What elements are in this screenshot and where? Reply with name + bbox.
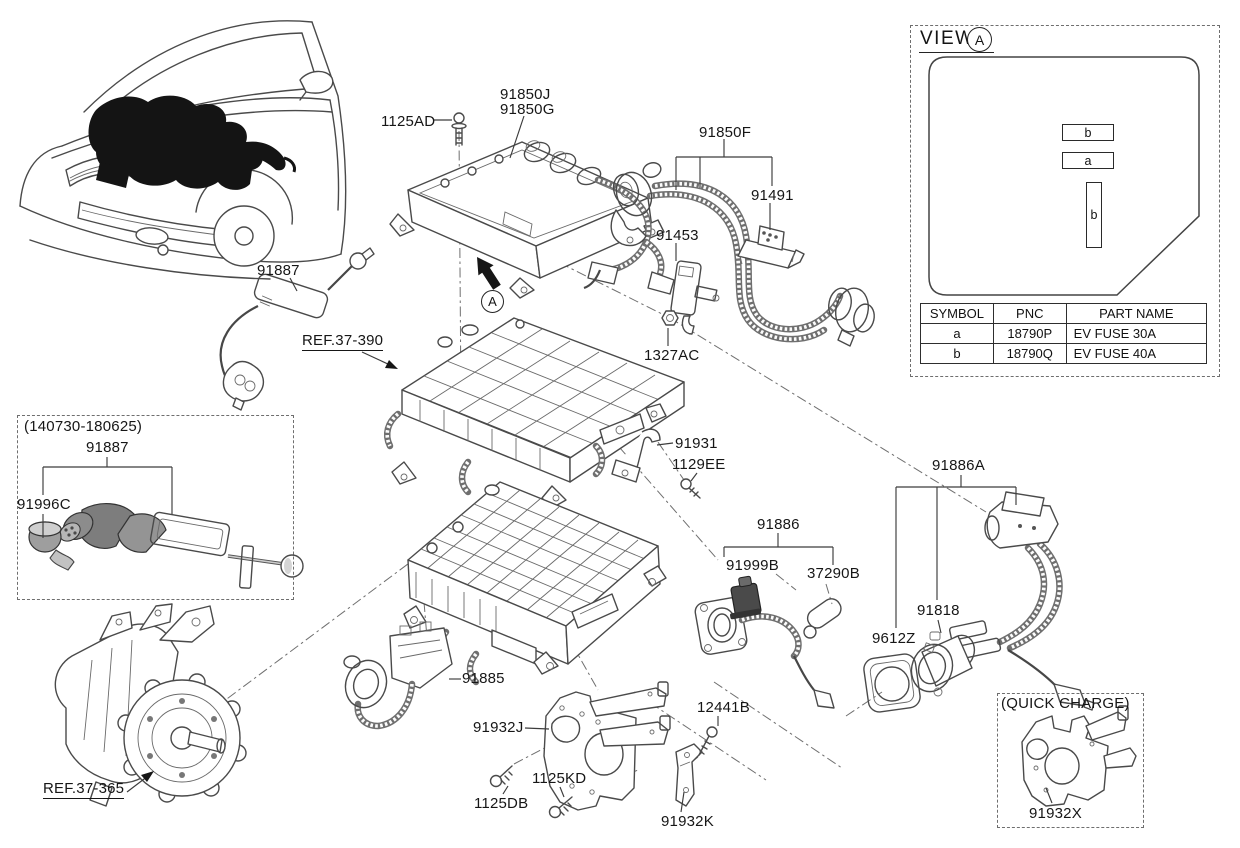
- callout-91850f: 91850F: [699, 124, 752, 141]
- bracket-91931-drawing: [611, 428, 661, 483]
- car-illustration: [19, 20, 347, 280]
- obc-unit-drawing: [403, 481, 667, 686]
- callout-12441b: 12441B: [697, 699, 750, 716]
- callout-91885: 91885: [462, 670, 505, 687]
- callout-1129ee: 1129EE: [672, 456, 726, 473]
- ref-link-37-390[interactable]: REF.37-390: [302, 332, 384, 351]
- callout-91931: 91931: [675, 435, 718, 452]
- callout-91887: 91887: [257, 262, 300, 279]
- harness-91886a-drawing: [929, 491, 1095, 711]
- cell-part-name: EV FUSE 30A: [1065, 323, 1208, 344]
- table-row: a 18790P EV FUSE 30A: [920, 323, 1208, 344]
- view-direction-arrow: [477, 257, 501, 290]
- gasket-9612z-drawing: [863, 653, 921, 713]
- cell-symbol: a: [920, 323, 994, 344]
- socket-assembly-91886-drawing: [694, 597, 835, 709]
- date-range-box: [17, 415, 294, 600]
- table-header-row: SYMBOL PNC PART NAME: [920, 303, 1208, 324]
- motor-assembly-drawing: [54, 603, 247, 807]
- bolt-1125kd-drawing: [548, 796, 573, 819]
- view-marker-a-icon: A: [481, 290, 504, 313]
- leader-lines: [42, 115, 1053, 813]
- quick-charge-bracket-91932x-drawing: [1021, 705, 1137, 807]
- screw-12441b-drawing: [698, 726, 718, 756]
- cell-symbol: b: [920, 343, 994, 364]
- inverter-unit-drawing: [389, 140, 675, 299]
- fuse-slot-b-horizontal: b: [1062, 124, 1114, 141]
- view-a-marker-icon: A: [967, 27, 992, 52]
- bolt-1125db-drawing: [489, 765, 513, 788]
- engine-harness-blob: [88, 95, 296, 190]
- callout-91453: 91453: [656, 227, 699, 244]
- callout-91999b: 91999B: [726, 557, 779, 574]
- col-header-part-name: PART NAME: [1065, 303, 1208, 324]
- callout-1125kd: 1125KD: [532, 770, 587, 787]
- fuse-slot-a-horizontal: a: [1062, 152, 1114, 169]
- bracket-91932k-drawing: [675, 743, 703, 807]
- date-range-title: (140730-180625): [24, 418, 143, 435]
- callout-91818: 91818: [917, 602, 960, 619]
- cell-pnc: 18790Q: [992, 343, 1067, 364]
- bolt-1129ee-drawing: [680, 478, 701, 499]
- fuse-slot-b-vertical: b: [1086, 182, 1102, 248]
- callout-91886: 91886: [757, 516, 800, 533]
- resolver-cable-91887-drawing: [219, 247, 375, 411]
- socket-91818-drawing: [910, 634, 976, 697]
- cell-pnc: 18790P: [992, 323, 1067, 344]
- ref-link-37-365[interactable]: REF.37-365: [43, 780, 125, 799]
- callout-37290b: 37290B: [807, 565, 860, 582]
- sensor-91453-drawing: [670, 260, 720, 335]
- obc-grid-pattern: [420, 489, 646, 619]
- fuse-legend-table: SYMBOL PNC PART NAME a 18790P EV FUSE 30…: [920, 303, 1208, 364]
- callout-91996c: 91996C: [17, 496, 71, 513]
- callout-9612z: 9612Z: [872, 630, 916, 647]
- callout-1125db: 1125DB: [474, 795, 529, 812]
- callout-1327ac: 1327AC: [644, 347, 700, 364]
- cell-part-name: EV FUSE 40A: [1065, 343, 1208, 364]
- view-a-title: VIEW: [920, 28, 975, 49]
- epcu-unit-drawing: [384, 317, 685, 509]
- callout-1125ad: 1125AD: [381, 113, 436, 130]
- quick-charge-title: (QUICK CHARGE): [1001, 695, 1130, 712]
- nut-1327ac-drawing: [661, 310, 679, 326]
- callout-91932j: 91932J: [473, 719, 524, 736]
- callout-91887-dated: 91887: [86, 439, 129, 456]
- epcu-lattice-pattern: [423, 328, 663, 448]
- callout-91886a: 91886A: [932, 457, 985, 474]
- quick-charge-box: [997, 693, 1144, 828]
- callout-91850g: 91850G: [500, 101, 555, 118]
- charge-gun-91887-drawing: [59, 503, 304, 589]
- callout-91850j: 91850J: [500, 86, 551, 103]
- col-header-symbol: SYMBOL: [920, 303, 994, 324]
- connector-91885-drawing: [343, 621, 453, 730]
- harness-91850f-drawing: [610, 162, 875, 347]
- view-a-title-underline: [919, 52, 994, 53]
- cap-37290b-drawing: [803, 598, 842, 639]
- view-a-panel: [910, 25, 1220, 377]
- bracket-91491-drawing: [737, 225, 805, 269]
- bolt-1125ad-drawing: [451, 112, 467, 146]
- mount-plate-91932j-drawing: [543, 681, 671, 811]
- callout-91932k: 91932K: [661, 813, 714, 830]
- table-row: b 18790Q EV FUSE 40A: [920, 343, 1208, 364]
- callout-91932x: 91932X: [1029, 805, 1082, 822]
- connector-91999b-drawing: [730, 575, 762, 620]
- cap-91996c-drawing: [28, 521, 75, 571]
- callout-91491: 91491: [751, 187, 794, 204]
- col-header-pnc: PNC: [992, 303, 1067, 324]
